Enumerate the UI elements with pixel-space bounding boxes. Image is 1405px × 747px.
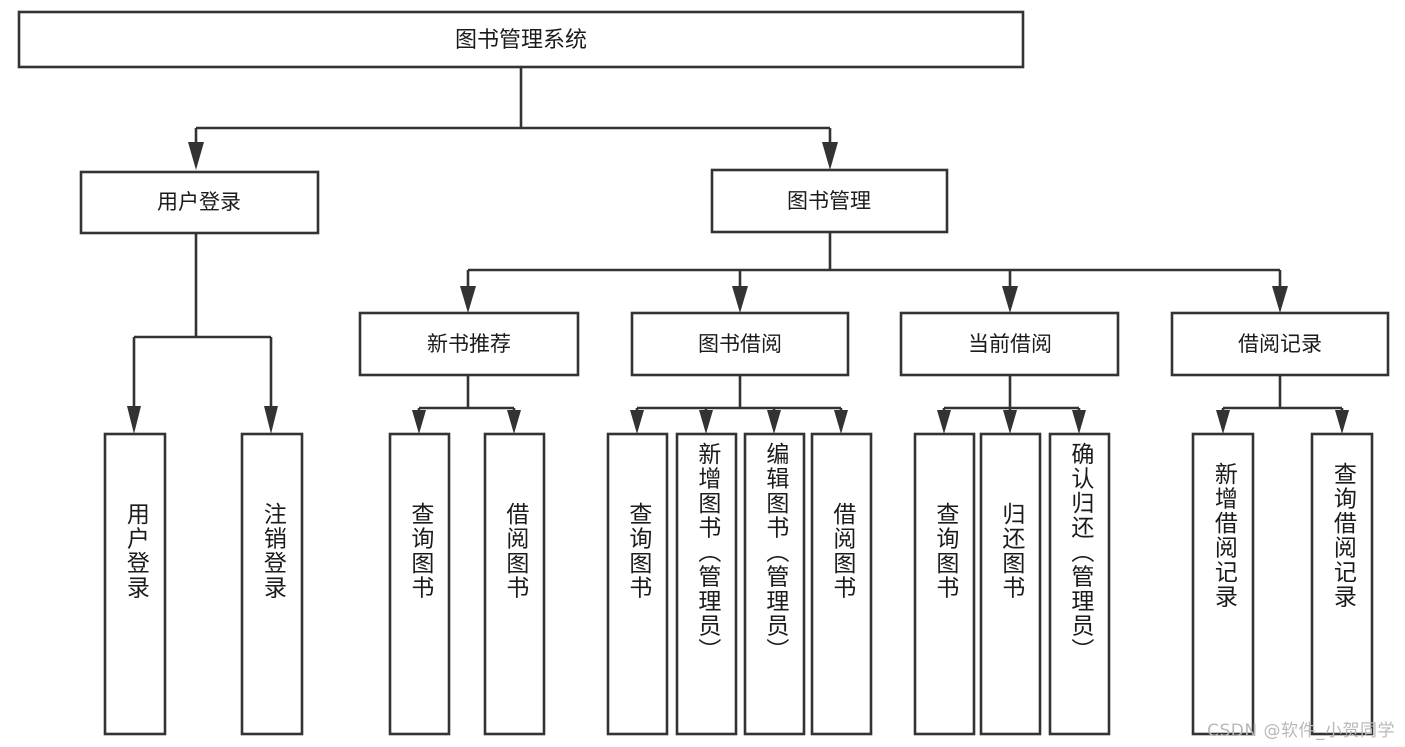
- connector-group-user-login: [127, 233, 278, 434]
- arrow-head-book-mgmt: [822, 142, 838, 170]
- leaf-box-nb-query-book[interactable]: [388, 432, 451, 736]
- node-current-borrow[interactable]: [899, 311, 1120, 377]
- arrow-head-book-borrow: [732, 286, 748, 313]
- node-new-book-recommend[interactable]: [358, 311, 580, 377]
- node-borrow-records[interactable]: [1170, 311, 1390, 377]
- arrow-head-br-add-record: [1216, 410, 1230, 434]
- arrow-head-bb-edit-book: [767, 410, 781, 434]
- leaf-box-logout[interactable]: [240, 432, 304, 736]
- leaf-box-bb-borrow-book[interactable]: [810, 432, 873, 736]
- arrow-head-cb-return-book: [1003, 410, 1017, 434]
- leaf-box-cb-query-book[interactable]: [913, 432, 976, 736]
- connector-group-root: [188, 67, 838, 170]
- arrow-head-nb-borrow-book: [507, 410, 521, 434]
- node-root-book-management-system[interactable]: [17, 10, 1025, 69]
- arrow-head-cb-query-book: [937, 410, 951, 434]
- arrow-head-leaf-user-login: [127, 406, 141, 434]
- watermark-text: CSDN @软件_小贺同学: [1207, 721, 1395, 741]
- connector-group-book-borrow: [630, 375, 848, 434]
- leaf-box-bb-query-book[interactable]: [606, 432, 669, 736]
- leaf-box-cb-return-book[interactable]: [979, 432, 1042, 736]
- leaf-box-cb-confirm-return[interactable]: [1048, 432, 1111, 736]
- arrow-head-bb-query-book: [630, 410, 644, 434]
- node-user-login-label: 用户登录: [157, 190, 241, 214]
- arrow-head-bb-borrow-book: [834, 410, 848, 434]
- connector-group-book-mgmt: [460, 232, 1288, 313]
- arrow-head-cb-confirm-return: [1072, 410, 1086, 434]
- node-new-book-recommend-label: 新书推荐: [427, 332, 511, 356]
- arrow-head-leaf-logout: [264, 406, 278, 434]
- node-book-borrow-label: 图书借阅: [698, 332, 782, 356]
- node-root-label: 图书管理系统: [455, 28, 587, 53]
- leaf-box-bb-add-book[interactable]: [675, 432, 738, 736]
- arrow-head-borrow-records: [1272, 286, 1288, 313]
- node-book-borrow[interactable]: [630, 311, 850, 377]
- node-user-login[interactable]: [79, 170, 320, 235]
- arrow-head-bb-add-book: [699, 410, 713, 434]
- arrow-head-nb-query-book: [412, 410, 426, 434]
- node-current-borrow-label: 当前借阅: [968, 332, 1052, 356]
- arrow-head-br-query-record: [1335, 410, 1349, 434]
- node-book-management[interactable]: [710, 168, 949, 234]
- connector-group-new-book: [412, 375, 521, 434]
- arrow-head-current-borrow: [1002, 286, 1018, 313]
- arrow-head-user-login: [188, 142, 204, 170]
- leaf-box-br-add-record[interactable]: [1191, 432, 1255, 736]
- connector-group-current-borrow: [937, 375, 1086, 434]
- node-borrow-records-label: 借阅记录: [1238, 332, 1322, 356]
- leaf-box-user-login[interactable]: [103, 432, 167, 736]
- arrow-head-new-book: [460, 286, 476, 313]
- connector-group-borrow-records: [1216, 375, 1349, 434]
- leaf-box-bb-edit-book[interactable]: [743, 432, 806, 736]
- leaf-box-br-query-record[interactable]: [1310, 432, 1374, 736]
- node-book-management-label: 图书管理: [787, 189, 871, 213]
- leaf-box-nb-borrow-book[interactable]: [483, 432, 546, 736]
